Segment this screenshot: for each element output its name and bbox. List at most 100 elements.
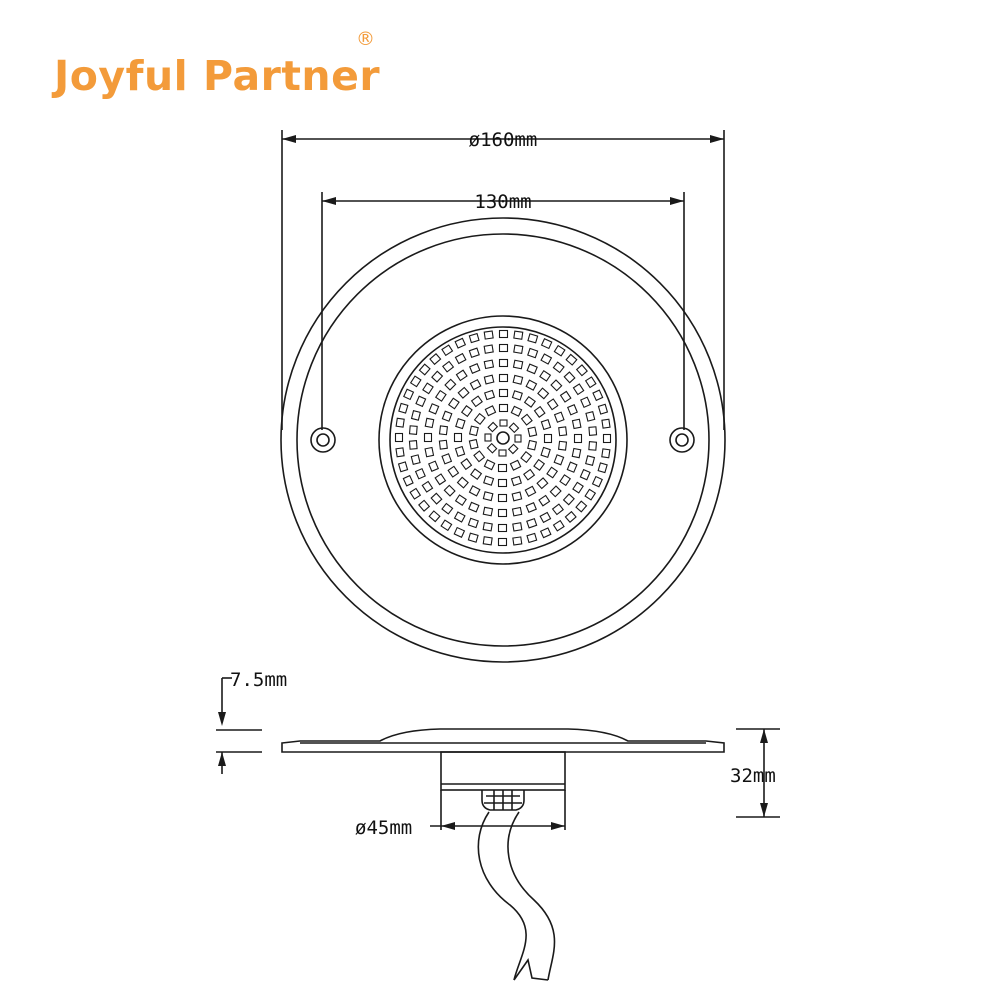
led-chip bbox=[447, 465, 460, 478]
led-chip bbox=[520, 413, 533, 426]
led-chip bbox=[410, 454, 421, 466]
led-chip bbox=[512, 522, 523, 532]
led-chip bbox=[602, 433, 612, 444]
led-chip bbox=[575, 500, 588, 513]
outer-diameter-label: ø160mm bbox=[469, 129, 538, 151]
led-chip bbox=[513, 330, 524, 340]
led-chip bbox=[454, 352, 467, 365]
led-chip bbox=[434, 389, 447, 402]
led-chip bbox=[536, 477, 549, 490]
led-chip bbox=[549, 485, 562, 498]
led-chip bbox=[559, 474, 572, 487]
led-chip bbox=[453, 526, 466, 538]
led-chip bbox=[509, 459, 522, 471]
led-chip bbox=[422, 382, 434, 395]
led-chip bbox=[460, 458, 473, 471]
led-chip bbox=[469, 363, 481, 374]
led-chip bbox=[455, 418, 466, 430]
flange-thickness-label: 7.5mm bbox=[230, 669, 287, 691]
cable bbox=[477, 811, 556, 981]
led-chip bbox=[454, 445, 466, 458]
led-chip bbox=[592, 389, 604, 402]
led-chip bbox=[467, 517, 479, 529]
led-chip bbox=[524, 485, 537, 498]
led-chip bbox=[428, 460, 439, 472]
led-chip bbox=[421, 480, 434, 493]
led-chip bbox=[507, 443, 519, 455]
led-chip bbox=[572, 383, 585, 396]
led-chip bbox=[572, 481, 584, 494]
led-chip bbox=[483, 359, 495, 370]
led-chip bbox=[571, 418, 582, 430]
led-chip bbox=[588, 441, 598, 451]
led-chip bbox=[408, 425, 418, 435]
led-chip bbox=[579, 468, 591, 481]
led-chip bbox=[484, 433, 492, 442]
led-chip bbox=[525, 502, 537, 513]
led-chip bbox=[424, 446, 435, 458]
led-chip bbox=[580, 396, 592, 409]
led-chip bbox=[526, 532, 538, 544]
total-height-dimension: 32mm bbox=[730, 728, 780, 818]
led-chip bbox=[539, 511, 552, 524]
led-chip bbox=[498, 403, 509, 413]
led-chip bbox=[584, 376, 597, 389]
led-chip bbox=[597, 462, 608, 474]
led-chip bbox=[470, 468, 483, 481]
led-chip bbox=[538, 494, 551, 507]
led-chip bbox=[591, 475, 603, 488]
led-chip bbox=[497, 523, 508, 533]
outer-diameter-dimension: ø160mm bbox=[281, 129, 725, 430]
led-chip bbox=[403, 388, 415, 401]
led-chip bbox=[497, 508, 508, 518]
led-chip bbox=[454, 494, 467, 507]
led-chip bbox=[434, 473, 447, 486]
led-chip bbox=[447, 397, 460, 410]
led-chip bbox=[588, 426, 598, 436]
led-chip bbox=[438, 425, 449, 436]
led-chip bbox=[469, 378, 482, 391]
led-chip bbox=[468, 347, 480, 359]
screw-hole-left bbox=[310, 427, 336, 453]
led-chip bbox=[484, 405, 497, 417]
led-chip bbox=[456, 476, 469, 489]
led-chip bbox=[483, 344, 494, 354]
led-chip bbox=[460, 405, 473, 418]
led-chip bbox=[428, 403, 440, 415]
led-chip bbox=[498, 388, 509, 398]
led-chip bbox=[564, 510, 577, 523]
led-chip bbox=[497, 478, 508, 488]
led-chip bbox=[527, 426, 538, 438]
led-panel-outer bbox=[378, 315, 628, 565]
led-chip bbox=[468, 485, 481, 497]
led-chip bbox=[546, 398, 559, 411]
led-chip bbox=[454, 337, 467, 349]
led-chip bbox=[395, 417, 405, 428]
led-chip bbox=[559, 390, 572, 403]
led-chip bbox=[511, 390, 523, 401]
cable-gland bbox=[481, 790, 525, 811]
outer-rim bbox=[280, 217, 726, 663]
led-chip bbox=[526, 517, 538, 529]
led-chip bbox=[540, 446, 551, 458]
led-chip bbox=[398, 402, 409, 414]
led-chip bbox=[562, 493, 575, 506]
base-diameter-label: ø45mm bbox=[355, 817, 412, 839]
led-chip bbox=[575, 364, 588, 377]
led-chip bbox=[498, 373, 509, 383]
led-chip bbox=[415, 395, 427, 408]
led-chip bbox=[511, 506, 523, 517]
led-chip bbox=[527, 347, 539, 359]
led-chip bbox=[453, 432, 463, 443]
led-array bbox=[394, 329, 612, 547]
led-chip bbox=[423, 432, 433, 443]
led-chip bbox=[584, 488, 597, 501]
led-chip bbox=[482, 536, 493, 546]
led-chip bbox=[571, 447, 582, 459]
led-chip bbox=[408, 440, 418, 450]
led-chip bbox=[470, 395, 483, 408]
hole-spacing-dimension: 130mm bbox=[321, 191, 685, 430]
led-chip bbox=[566, 461, 578, 473]
led-panel-inner bbox=[389, 326, 617, 554]
